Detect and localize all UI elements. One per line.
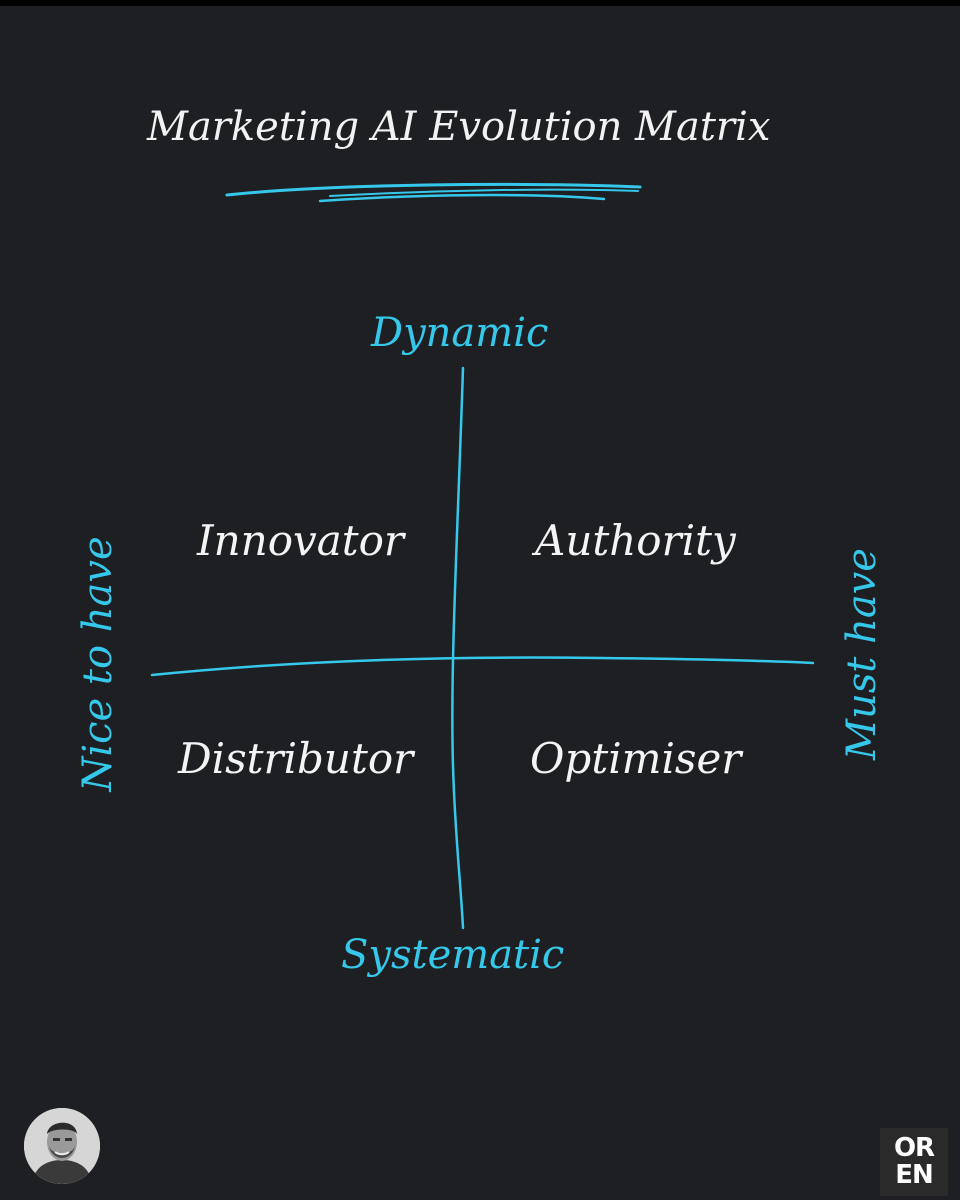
title-underline-3 <box>329 188 639 197</box>
title-underline-1 <box>225 182 642 197</box>
quadrant-label-top-right: Authority <box>535 516 736 565</box>
quadrant-label-bottom-right: Optimiser <box>530 734 742 783</box>
author-avatar[interactable] <box>24 1108 100 1184</box>
brand-logo: OR EN <box>880 1128 948 1196</box>
logo-line-1: OR <box>893 1133 935 1163</box>
chart-title: Marketing AI Evolution Matrix <box>147 104 771 150</box>
quadrant-label-top-left: Innovator <box>197 516 404 565</box>
matrix-lines <box>150 182 815 930</box>
logo-line-2: EN <box>895 1160 934 1190</box>
quadrant-label-bottom-left: Distributor <box>178 734 414 783</box>
horizontal-axis-line <box>150 656 815 677</box>
axis-label-left: Nice to have <box>75 536 121 792</box>
axis-label-right: Must have <box>839 548 885 760</box>
title-underline-2 <box>318 193 606 203</box>
person-icon <box>24 1108 100 1184</box>
axis-label-bottom: Systematic <box>341 932 565 978</box>
vertical-axis-line <box>451 366 465 930</box>
axis-label-top: Dynamic <box>371 310 549 356</box>
